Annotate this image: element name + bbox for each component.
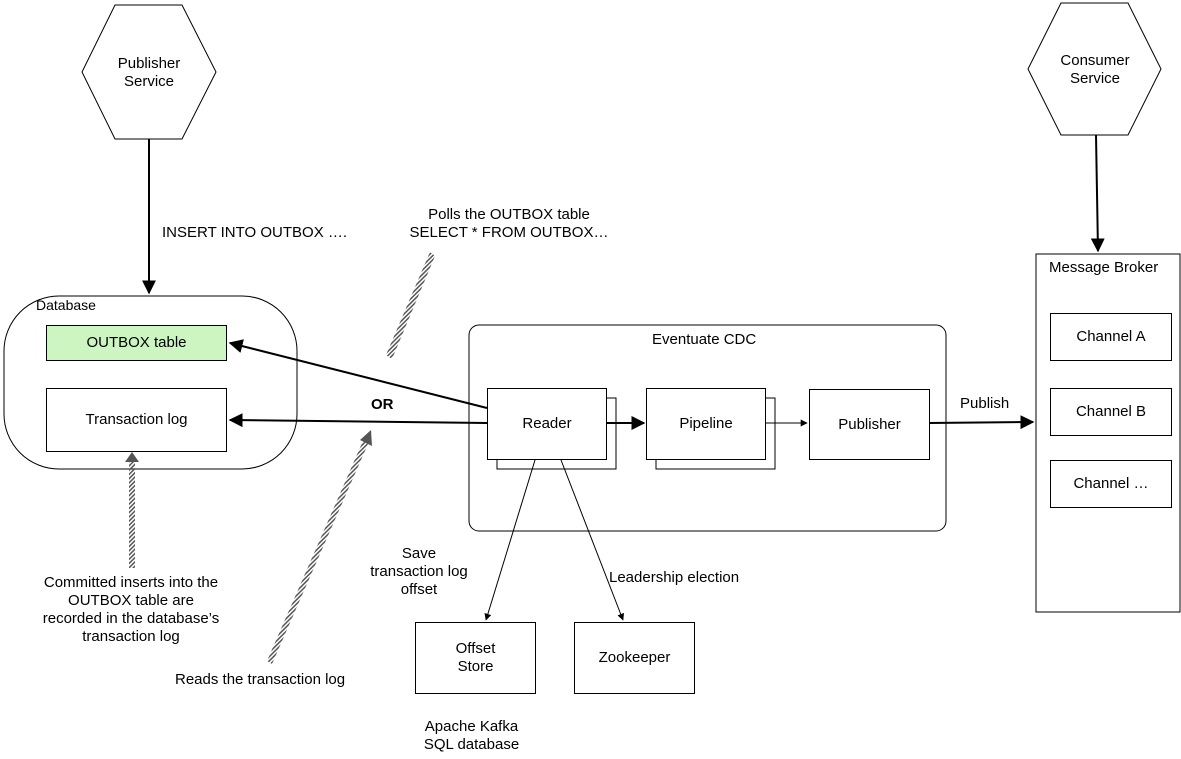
polls-label: Polls the OUTBOX table SELECT * FROM OUT… (409, 206, 609, 241)
leadership-label: Leadership election (609, 569, 740, 586)
channel-a-box[interactable]: Channel A (1050, 313, 1172, 361)
database-title: Database (36, 297, 96, 313)
polls-callout-pointer (386, 252, 435, 359)
publish-label: Publish (960, 395, 1010, 412)
publisher-box[interactable]: Publisher (809, 389, 930, 460)
channel-b-box[interactable]: Channel B (1050, 388, 1172, 436)
leadership-arrow (560, 459, 624, 621)
message-broker-title: Message Broker (1049, 259, 1159, 276)
save-offset-arrow (484, 459, 536, 621)
save-offset-label: Save transaction log offset (370, 545, 468, 598)
pipeline-box[interactable]: Pipeline (646, 388, 766, 460)
or-label: OR (371, 396, 394, 413)
publisher-service-label: Publisher Service (117, 55, 181, 90)
channel-etc-box[interactable]: Channel … (1050, 460, 1172, 508)
publish-arrow (928, 415, 1035, 430)
insert-label: INSERT INTO OUTBOX …. (162, 224, 348, 241)
reads-log-label: Reads the transaction log (175, 671, 346, 688)
reads-log-callout-pointer (267, 434, 371, 664)
committed-callout-pointer (129, 460, 135, 568)
outbox-table-box[interactable]: OUTBOX table (46, 325, 227, 361)
callout-arrowhead-reads (360, 430, 372, 446)
publisher-service-hexagon[interactable] (81, 4, 217, 140)
consumer-service-hexagon[interactable] (1027, 2, 1162, 136)
offset-store-caption: Apache Kafka SQL database (423, 718, 520, 753)
callout-arrowhead-up (125, 452, 139, 462)
read-log-arrow (228, 413, 488, 428)
consumer-service-label: Consumer Service (1060, 52, 1130, 87)
transaction-log-box[interactable]: Transaction log (46, 388, 227, 452)
consumer-subscribe-arrow (1090, 134, 1105, 253)
reader-box[interactable]: Reader (487, 388, 607, 460)
cdc-title: Eventuate CDC (652, 331, 757, 348)
committed-label: Committed inserts into the OUTBOX table … (42, 574, 220, 645)
offset-store-box[interactable]: Offset Store (415, 622, 536, 694)
zookeeper-box[interactable]: Zookeeper (574, 622, 695, 694)
poll-arrow (228, 339, 488, 409)
